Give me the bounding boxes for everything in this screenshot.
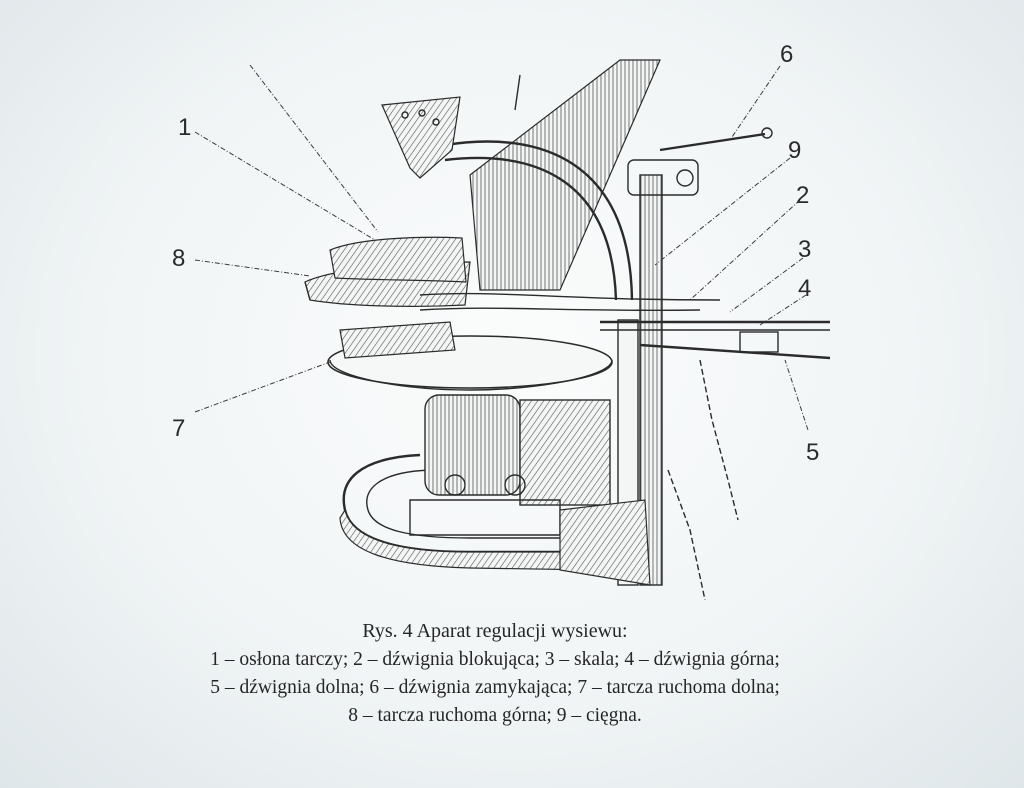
callout-9: 9 xyxy=(788,137,801,164)
curved-arm xyxy=(381,96,634,301)
caption-title: Rys. 4 Aparat regulacji wysiewu: xyxy=(362,620,628,642)
callout-7: 7 xyxy=(172,415,185,442)
callout-8: 8 xyxy=(172,245,185,272)
callout-6: 6 xyxy=(780,41,793,68)
caption-line-2: 5 – dźwignia dolna; 6 – dźwignia zamykaj… xyxy=(210,677,780,698)
callout-5: 5 xyxy=(806,439,819,466)
figure-caption: Rys. 4 Aparat regulacji wysiewu: 1 – osł… xyxy=(60,616,930,730)
leader-lines xyxy=(194,64,809,431)
lower-movable-disc xyxy=(327,321,613,391)
levers xyxy=(419,127,831,360)
callout-3: 3 xyxy=(798,236,811,263)
vertical-column xyxy=(559,159,699,586)
callout-1: 1 xyxy=(178,114,191,141)
caption-line-1: 1 – osłona tarczy; 2 – dźwignia blokując… xyxy=(210,649,780,670)
callout-labels: 1 2 3 4 5 6 7 8 9 xyxy=(172,41,819,466)
caption-line-3: 8 – tarcza ruchoma górna; 9 – cięgna. xyxy=(348,705,642,726)
lower-housing xyxy=(409,394,611,536)
seed-rate-regulator-drawing: 1 2 3 4 5 6 7 8 9 xyxy=(172,41,831,601)
hopper xyxy=(469,59,661,291)
disc-cover xyxy=(329,236,467,283)
callout-2: 2 xyxy=(796,182,809,209)
callout-4: 4 xyxy=(798,275,811,302)
chain xyxy=(667,359,739,601)
